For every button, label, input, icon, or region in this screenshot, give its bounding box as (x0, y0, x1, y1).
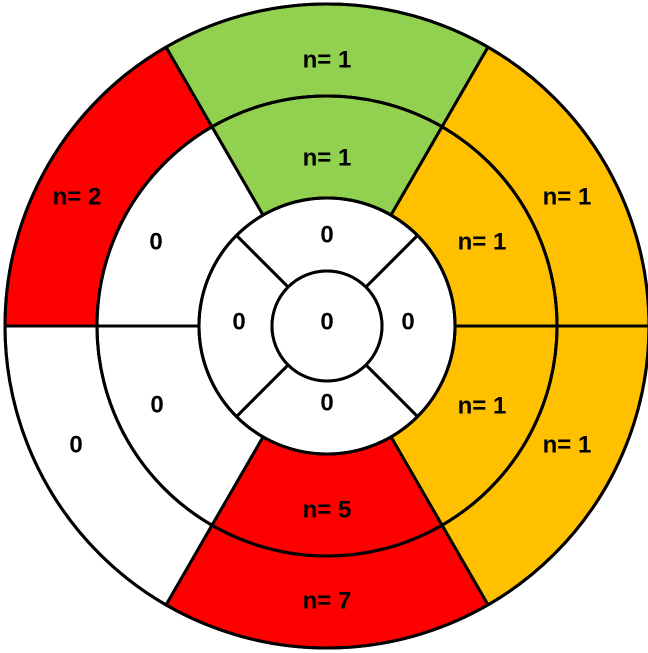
mid-label-anterolateral: n= 1 (458, 229, 507, 256)
basal-label-anterior: n= 1 (303, 47, 352, 74)
labels-layer: n= 1 n= 1 n= 1 n= 7 0 n= 2 n= 1 n= 1 n= 1 n= 5 0 0 0… (53, 47, 592, 615)
apical-label-lateral: 0 (401, 309, 414, 336)
apical-label-anterior: 0 (320, 222, 333, 249)
basal-label-inferolateral: n= 1 (543, 432, 592, 459)
outer-ring-line (3, 2, 648, 650)
mid-label-anterior: n= 1 (303, 145, 352, 172)
basal-label-anteroseptal: n= 2 (53, 184, 102, 211)
ring-lines-layer (3, 2, 648, 650)
basal-label-inferior: n= 7 (303, 588, 352, 615)
apex-segment (270, 269, 384, 383)
mid-label-anteroseptal: 0 (149, 229, 162, 256)
apical-label-septal: 0 (232, 309, 245, 336)
basal-inner-ring-line (95, 94, 559, 558)
apex-label: 0 (320, 309, 333, 336)
basal-label-anterolateral: n= 1 (543, 184, 592, 211)
basal-label-inferoseptal: 0 (69, 432, 82, 459)
mid-label-inferolateral: n= 1 (458, 393, 507, 420)
mid-label-inferoseptal: 0 (150, 392, 163, 419)
apical-label-inferior: 0 (320, 390, 333, 417)
mid-label-inferior: n= 5 (303, 497, 352, 524)
mid-inner-ring-line (197, 196, 457, 456)
